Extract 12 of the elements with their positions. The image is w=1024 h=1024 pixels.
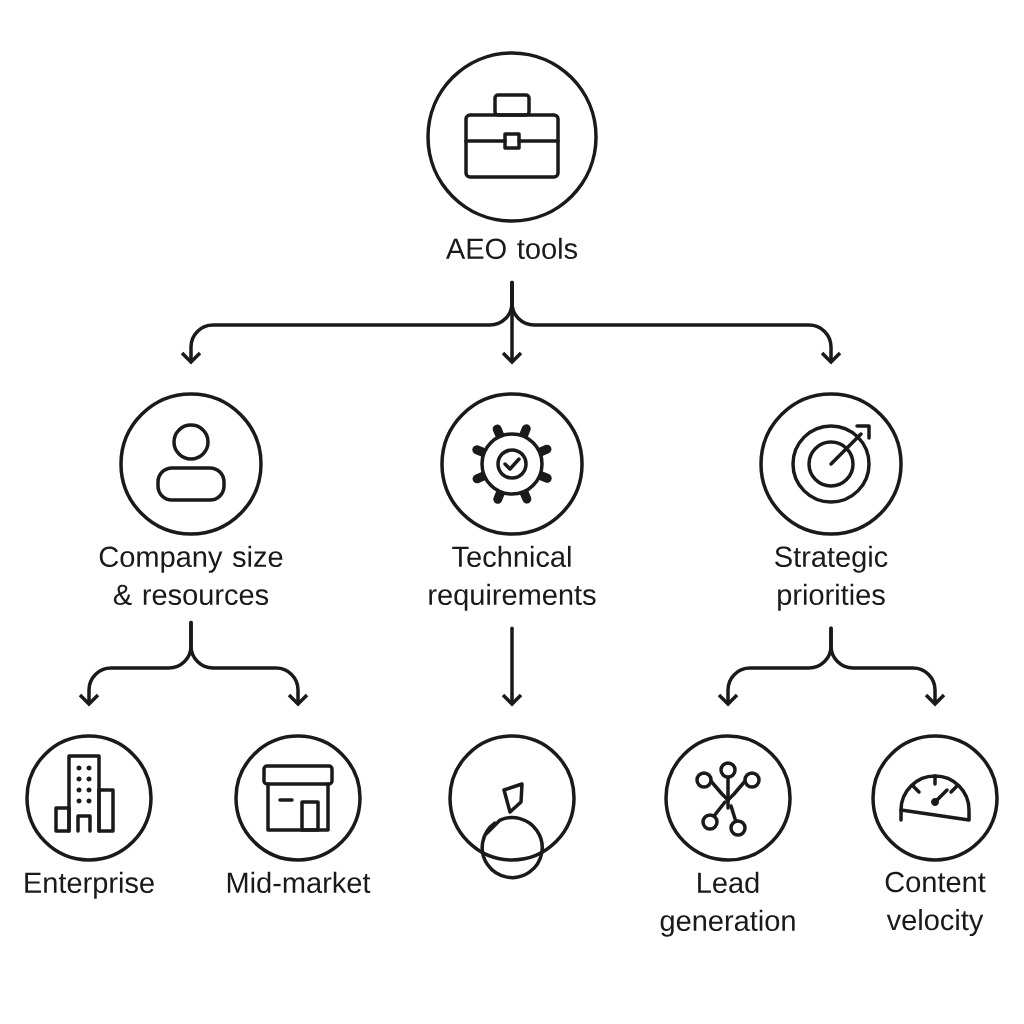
arrow <box>189 620 309 707</box>
node-label: Lead generation <box>660 871 795 937</box>
node-label: Enterprise <box>25 871 154 899</box>
node-label: Strategic priorities <box>775 545 888 611</box>
node-label: Content velocity <box>885 871 986 937</box>
node-label: Company size & resources <box>99 545 283 606</box>
arrow <box>829 626 946 707</box>
arrow <box>510 280 842 365</box>
node-label: Mid-market <box>227 871 371 894</box>
arrow <box>501 626 523 707</box>
node-label: AEO tools <box>446 237 578 260</box>
node-label: Technical requirements <box>429 545 596 611</box>
